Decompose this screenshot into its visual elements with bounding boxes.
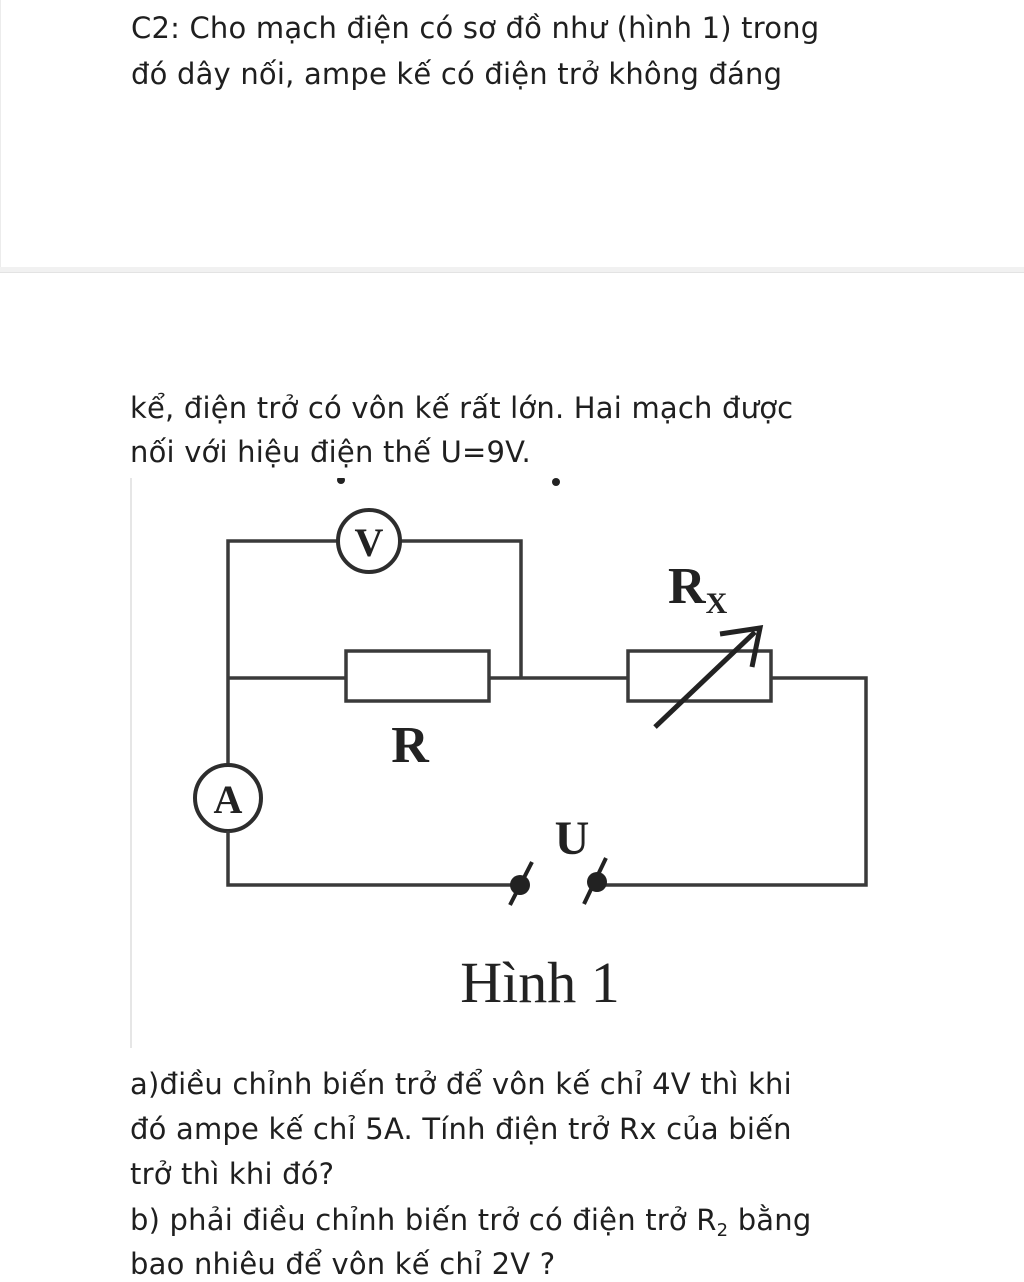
rheostat-label: RX bbox=[668, 558, 728, 620]
wire-bottom-left bbox=[226, 831, 519, 887]
part-a-line-3: trở thì khi đó? bbox=[130, 1157, 335, 1191]
part-b-line-1-post: bằng bbox=[728, 1203, 812, 1237]
figure-caption: Hình 1 bbox=[460, 950, 620, 1015]
part-b-line-1: b) phải điều chỉnh biến trở có điện trở … bbox=[130, 1202, 811, 1249]
part-b-line-1-pre: b) phải điều chỉnh biến trở có điện trở … bbox=[130, 1203, 717, 1237]
question-line-2: đó dây nối, ampe kế có điện trở không đá… bbox=[131, 57, 783, 91]
terminal-right-stroke bbox=[582, 857, 608, 905]
question-line-1: C2: Cho mạch điện có sơ đồ như (hình 1) … bbox=[131, 11, 820, 45]
circuit-diagram: V R RX A U Hình 1 bbox=[193, 478, 868, 1015]
wire-voltmeter-right bbox=[401, 539, 523, 678]
question-line-4: nối với hiệu điện thế U=9V. bbox=[130, 435, 531, 469]
terminal-left-stroke bbox=[508, 861, 534, 906]
rheostat-rx bbox=[626, 649, 773, 703]
resistor-label: R bbox=[391, 717, 430, 774]
part-b-subscript: 2 bbox=[716, 1220, 729, 1241]
ammeter-label: A bbox=[214, 777, 243, 822]
top-dot-right bbox=[552, 478, 560, 486]
top-dot-left bbox=[337, 478, 345, 484]
voltmeter-label: V bbox=[355, 520, 384, 565]
resistor-r bbox=[344, 649, 491, 703]
part-b-line-2: bao nhiêu để vôn kế chỉ 2V ? bbox=[130, 1247, 556, 1281]
part-a-line-1: a)điều chỉnh biến trở để vôn kế chỉ 4V t… bbox=[130, 1067, 792, 1101]
panel-divider bbox=[0, 267, 1024, 272]
question-line-3: kể, điện trở có vôn kế rất lớn. Hai mạch… bbox=[130, 391, 794, 425]
rheostat-arrow-head bbox=[719, 624, 764, 668]
figure-left-border bbox=[130, 478, 132, 1048]
wire-voltmeter-left bbox=[226, 539, 337, 678]
voltmeter-circle bbox=[336, 508, 402, 574]
rheostat-arrow-shaft bbox=[653, 630, 757, 729]
bottom-panel bbox=[0, 272, 1024, 1281]
top-panel: C2: Cho mạch điện có sơ đồ như (hình 1) … bbox=[0, 0, 1024, 268]
source-label: U bbox=[555, 812, 590, 865]
part-a-line-2: đó ampe kế chỉ 5A. Tính điện trở Rx của … bbox=[130, 1112, 792, 1146]
wire-right-side bbox=[598, 676, 868, 887]
